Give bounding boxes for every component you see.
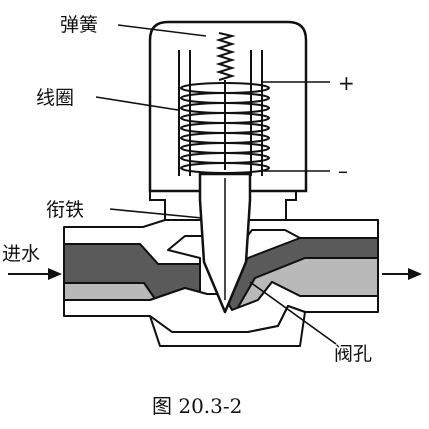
leader-coil: [95, 96, 179, 111]
leader-spring: [117, 24, 207, 37]
pipe-lower-housing: [149, 305, 306, 347]
leader-lines: [95, 24, 337, 345]
label-inlet: 进水: [2, 243, 40, 265]
label-plus: +: [338, 71, 355, 95]
pipe-body: [63, 219, 379, 347]
label-spring: 弹簧: [60, 14, 98, 36]
leader-valve-hole: [249, 281, 337, 345]
label-coil: 线圈: [36, 87, 74, 109]
figure-caption: 图 20.3-2: [152, 394, 242, 418]
label-minus: –: [338, 159, 348, 183]
spring: [215, 32, 236, 81]
label-armature: 衔铁: [46, 199, 84, 221]
inlet-arrow: [8, 268, 62, 280]
solenoid-housing: [148, 20, 308, 193]
outlet-arrow: [382, 268, 422, 280]
leader-armature: [109, 208, 203, 219]
coil: [180, 82, 270, 174]
label-valve-hole: 阀孔: [334, 343, 372, 365]
